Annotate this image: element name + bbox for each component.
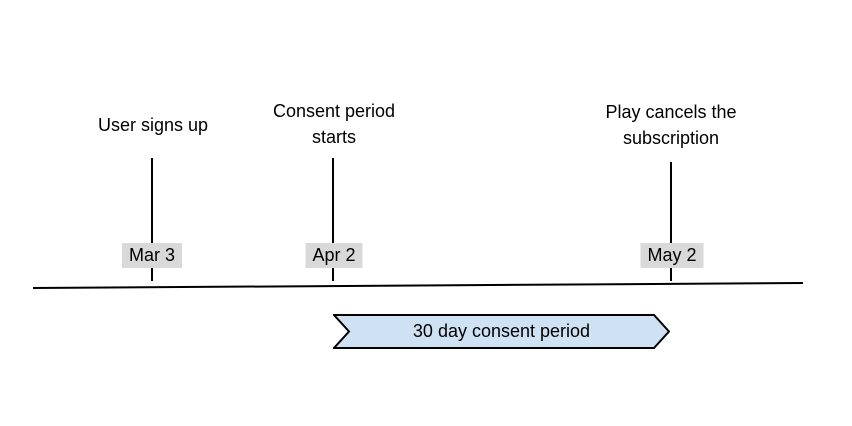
event-marker-line-may-2 <box>670 162 672 281</box>
consent-period-banner: 30 day consent period <box>333 314 670 349</box>
date-badge-may-2: May 2 <box>640 243 704 268</box>
event-label-user-signs-up: User signs up <box>97 115 209 135</box>
event-label-play-cancels-subscription: Play cancels the subscription <box>605 102 737 148</box>
chevron-banner-shape <box>333 314 670 349</box>
event-marker-line-apr-2 <box>332 158 334 281</box>
date-badge-apr-2: Apr 2 <box>305 243 363 268</box>
consent-period-banner-label: 30 day consent period <box>412 321 591 341</box>
timeline-axis-line <box>32 282 804 289</box>
event-marker-line-mar-3 <box>151 158 153 281</box>
event-label-consent-period-starts: Consent period starts <box>272 101 396 147</box>
date-badge-mar-3: Mar 3 <box>121 243 183 268</box>
chevron-arrow-polygon <box>333 314 670 349</box>
